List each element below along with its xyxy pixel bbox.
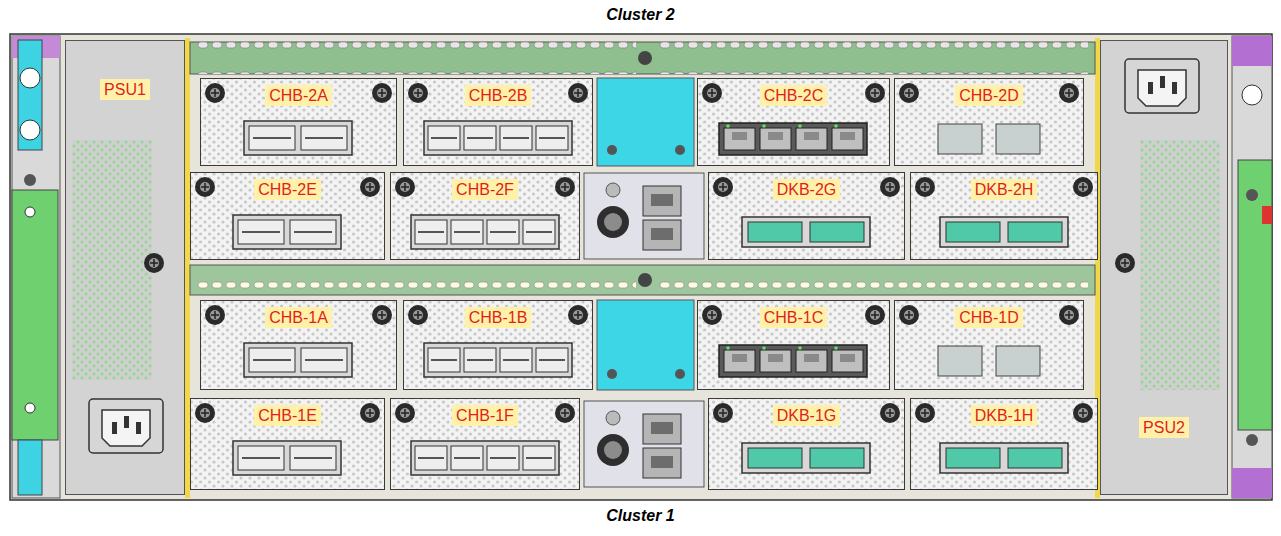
slot-label: DKB-1H xyxy=(971,405,1038,426)
slot-label: CHB-2E xyxy=(254,179,321,200)
adapter-module: CHB-2C xyxy=(697,78,890,166)
cluster-heading: Cluster 2 xyxy=(0,6,1281,24)
adapter-module: CHB-1D xyxy=(894,300,1084,390)
slot-label: CHB-1B xyxy=(465,307,532,328)
cluster-caption: Cluster 1 xyxy=(0,507,1281,525)
slot-label: CHB-2A xyxy=(265,85,332,106)
adapter-module: CHB-1C xyxy=(697,300,890,390)
power-supply-unit: PSU1 xyxy=(65,40,185,495)
slot-label: DKB-2G xyxy=(773,179,841,200)
slot-label: CHB-2B xyxy=(465,85,532,106)
adapter-module: CHB-1B xyxy=(403,300,593,390)
adapter-module: DKB-2H xyxy=(910,172,1098,260)
slot-label: PSU1 xyxy=(100,79,150,100)
slot-label: DKB-1G xyxy=(773,405,841,426)
adapter-module: CHB-2E xyxy=(190,172,385,260)
slot-label: CHB-1E xyxy=(254,405,321,426)
adapter-module: CHB-2B xyxy=(403,78,593,166)
slot-label: CHB-2F xyxy=(452,179,518,200)
adapter-module: DKB-2G xyxy=(708,172,905,260)
adapter-module: CHB-2F xyxy=(390,172,580,260)
power-supply-unit: PSU2 xyxy=(1100,40,1228,495)
slot-label: CHB-1D xyxy=(955,307,1023,328)
slot-label: CHB-1C xyxy=(760,307,828,328)
slot-label: CHB-1A xyxy=(265,307,332,328)
adapter-module: CHB-1E xyxy=(190,398,385,490)
adapter-module: DKB-1G xyxy=(708,398,905,490)
slot-label: DKB-2H xyxy=(971,179,1038,200)
slot-label: CHB-2D xyxy=(955,85,1023,106)
adapter-module: CHB-2D xyxy=(894,78,1084,166)
slot-label: CHB-1F xyxy=(452,405,518,426)
adapter-module: CHB-2A xyxy=(200,78,397,166)
slot-label: CHB-2C xyxy=(760,85,828,106)
adapter-module: DKB-1H xyxy=(910,398,1098,490)
adapter-module: CHB-1F xyxy=(390,398,580,490)
slot-label: PSU2 xyxy=(1139,417,1189,438)
adapter-module: CHB-1A xyxy=(200,300,397,390)
